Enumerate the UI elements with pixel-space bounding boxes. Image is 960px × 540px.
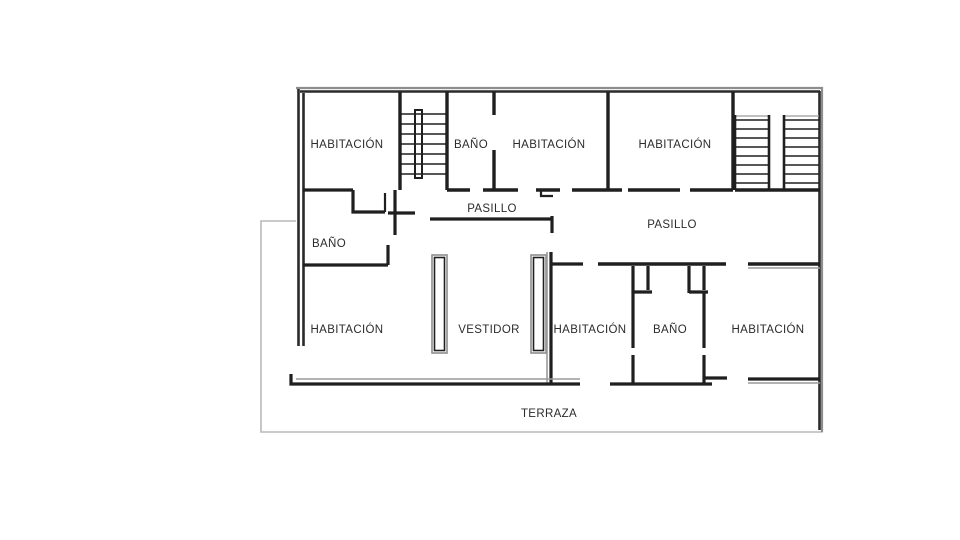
room-label-habitacion-top-right: HABITACIÓN — [639, 138, 712, 151]
corridor-mid-wall — [430, 216, 554, 233]
lower-center-partition — [546, 252, 553, 385]
room-label-habitacion-bottom-right: HABITACIÓN — [732, 323, 805, 336]
wall-stub-left-corridor — [388, 190, 415, 235]
room-label-pasillo-right: PASILLO — [647, 219, 697, 231]
stair-shaft-walls-right — [733, 115, 786, 190]
bottom-exterior-walls — [289, 374, 820, 386]
bano-bottom-partitions — [631, 266, 708, 348]
room-label-habitacion-bottom-left: HABITACIÓN — [311, 323, 384, 336]
room-label-habitacion-top-left: HABITACIÓN — [311, 138, 384, 151]
vestidor-closet-right — [530, 254, 547, 354]
room-label-pasillo-left: PASILLO — [467, 203, 517, 215]
upper-zone-partitions — [398, 92, 735, 190]
room-label-bano-left: BAÑO — [312, 237, 346, 250]
building-outer-walls — [296, 86, 824, 432]
room-label-bano-bottom: BAÑO — [653, 323, 687, 336]
staircase-right-outer — [785, 115, 819, 184]
bano-bottom-lower-walls — [610, 355, 727, 386]
vestidor-closet-left — [431, 254, 448, 354]
building-outer-walls-inner — [297, 89, 821, 430]
staircase-right-inner — [736, 115, 768, 184]
bano-left-walls — [303, 188, 390, 267]
room-label-habitacion-bottom-mid: HABITACIÓN — [554, 323, 627, 336]
room-label-bano-top: BAÑO — [454, 138, 488, 151]
door-marker-corridor — [539, 190, 553, 198]
room-label-terraza: TERRAZA — [521, 408, 577, 420]
staircase-left — [401, 109, 446, 179]
room-label-vestidor: VESTIDOR — [458, 324, 520, 336]
room-label-habitacion-top-mid: HABITACIÓN — [513, 138, 586, 151]
